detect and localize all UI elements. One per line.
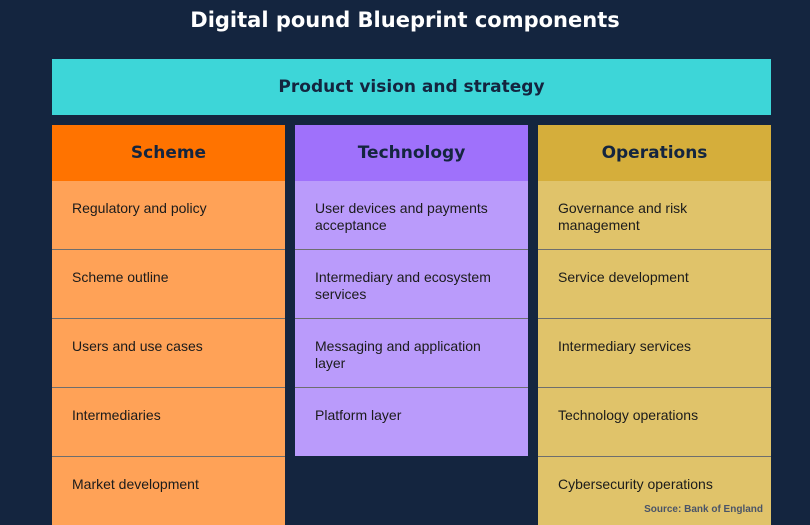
- component-label: Service development: [558, 269, 689, 285]
- component-label: Intermediaries: [72, 407, 161, 423]
- component-cell: Intermediary and ecosystem services: [295, 250, 528, 319]
- component-label: Intermediary services: [558, 338, 692, 354]
- component-label: Messaging and application layer: [315, 338, 481, 371]
- component-cell: Service development: [538, 250, 771, 319]
- component-cell: Scheme outline: [52, 250, 285, 319]
- component-cell: Cybersecurity operations: [538, 457, 771, 525]
- component-label: Regulatory and policy: [72, 200, 207, 216]
- component-cell: Messaging and application layer: [295, 319, 528, 388]
- component-label: Scheme outline: [72, 269, 169, 285]
- component-cell: User devices and payments acceptance: [295, 181, 528, 250]
- component-cell: Intermediaries: [52, 388, 285, 457]
- page-title: Digital pound Blueprint components: [190, 8, 620, 32]
- component-label: Market development: [72, 476, 199, 492]
- component-label: Users and use cases: [72, 338, 203, 354]
- component-cell: Platform layer: [295, 388, 528, 456]
- product-vision-banner: Product vision and strategy: [52, 59, 771, 115]
- component-label: Governance and risk management: [558, 200, 688, 233]
- source-note: Source: Bank of England: [644, 504, 763, 515]
- component-cell: Governance and risk management: [538, 181, 771, 250]
- component-cell: Technology operations: [538, 388, 771, 457]
- component-cell: Market development: [52, 457, 285, 525]
- column-header: Scheme: [52, 125, 285, 181]
- component-label: Intermediary and ecosystem services: [315, 269, 491, 302]
- component-cell: Regulatory and policy: [52, 181, 285, 250]
- column-header: Technology: [295, 125, 528, 181]
- component-cell: Users and use cases: [52, 319, 285, 388]
- component-label: Cybersecurity operations: [558, 476, 713, 492]
- component-label: User devices and payments acceptance: [315, 200, 488, 233]
- component-label: Technology operations: [558, 407, 699, 423]
- component-label: Platform layer: [315, 407, 402, 423]
- column-header: Operations: [538, 125, 771, 181]
- component-cell: Intermediary services: [538, 319, 771, 388]
